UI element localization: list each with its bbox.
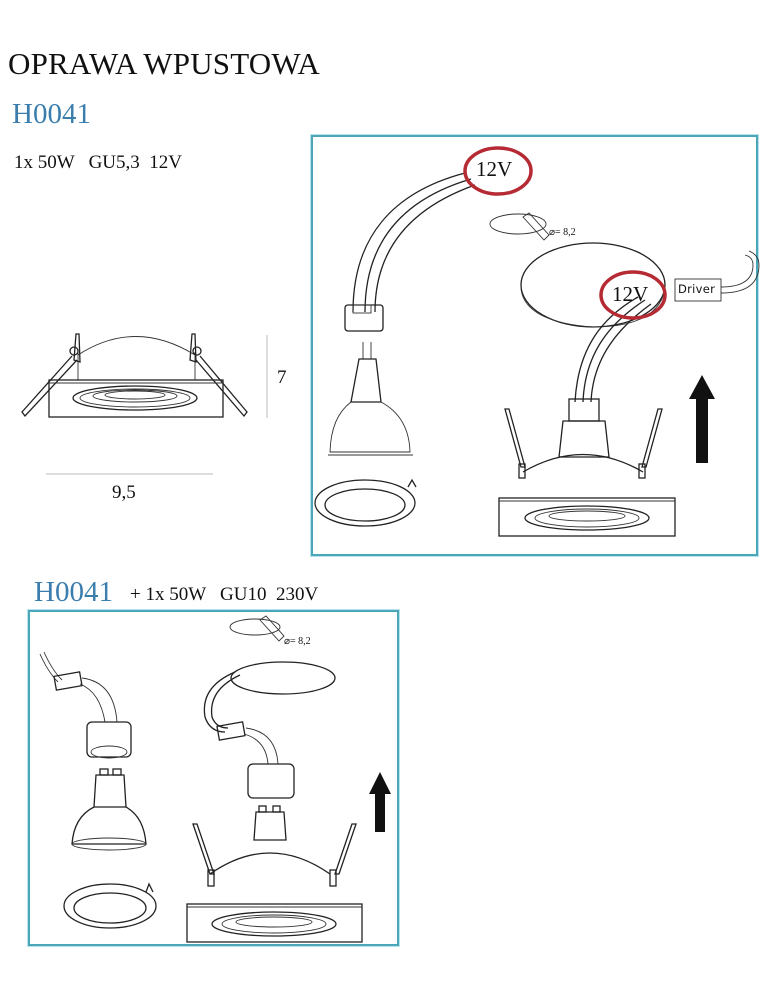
variant-product-spec: + 1x 50W GU10 230V: [130, 584, 319, 605]
fixture-side-view-icon: [21, 333, 268, 475]
cutout-diameter-label: ⌀= 8,2: [549, 227, 576, 238]
product-code: H0041: [12, 98, 91, 130]
variant-product-code: H0041: [34, 576, 113, 608]
cutout-diameter-label-230v: ⌀= 8,2: [284, 636, 311, 647]
installation-diagram-230v: ⌀= 8,2: [28, 610, 399, 946]
voltage-label-top: 12V: [476, 157, 513, 181]
installation-diagram-12v: 12V 12V Driver ⌀= 8,2: [311, 135, 760, 556]
dimension-drawing: [0, 0, 300, 520]
width-dimension-label: 9,5: [112, 482, 136, 503]
height-dimension-label: 7: [277, 367, 287, 388]
voltage-label-driver: 12V: [612, 282, 649, 306]
product-spec: 1x 50W GU5,3 12V: [14, 152, 183, 173]
driver-label: Driver: [678, 282, 716, 296]
installation-230v-illustration: [39, 615, 391, 943]
installation-12v-illustration: [314, 146, 760, 537]
document-title: OPRAWA WPUSTOWA: [8, 46, 321, 81]
